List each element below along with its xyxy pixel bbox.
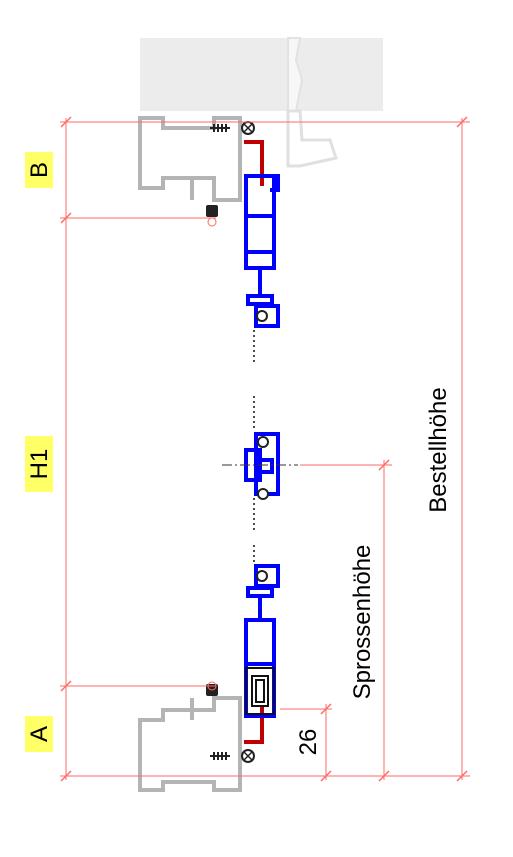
label-a: A [26, 726, 53, 742]
bottom-frame-profile [138, 696, 242, 792]
label-a-group: A [25, 716, 53, 752]
bottom-roller-housing [245, 667, 275, 715]
magnet-icon [206, 205, 218, 217]
label-bestellhoehe: Bestellhöhe [425, 387, 452, 512]
screw-icon [210, 749, 255, 763]
label-dim-26: 26 [295, 729, 322, 756]
dimension-ticks [60, 116, 468, 782]
window-frame-background [140, 37, 383, 168]
label-h1-group: H1 [25, 436, 53, 492]
label-sprossenhoehe: Sprossenhöhe [349, 545, 376, 700]
label-b-group: B [25, 152, 53, 188]
dimension-lines [60, 118, 470, 780]
label-a-background [25, 716, 53, 752]
top-frame-profile [138, 116, 242, 202]
screw-icon [210, 121, 255, 135]
top-seal [244, 140, 264, 186]
roller-icon [256, 310, 268, 322]
top-rail-profile [244, 174, 280, 328]
roller-icon [257, 436, 269, 500]
dimension-origin-markers [207, 217, 217, 691]
label-b: B [26, 162, 53, 178]
label-h1-background [25, 436, 53, 492]
label-b-background [25, 152, 53, 188]
roller-icon [256, 570, 268, 582]
label-h1: H1 [26, 449, 53, 480]
